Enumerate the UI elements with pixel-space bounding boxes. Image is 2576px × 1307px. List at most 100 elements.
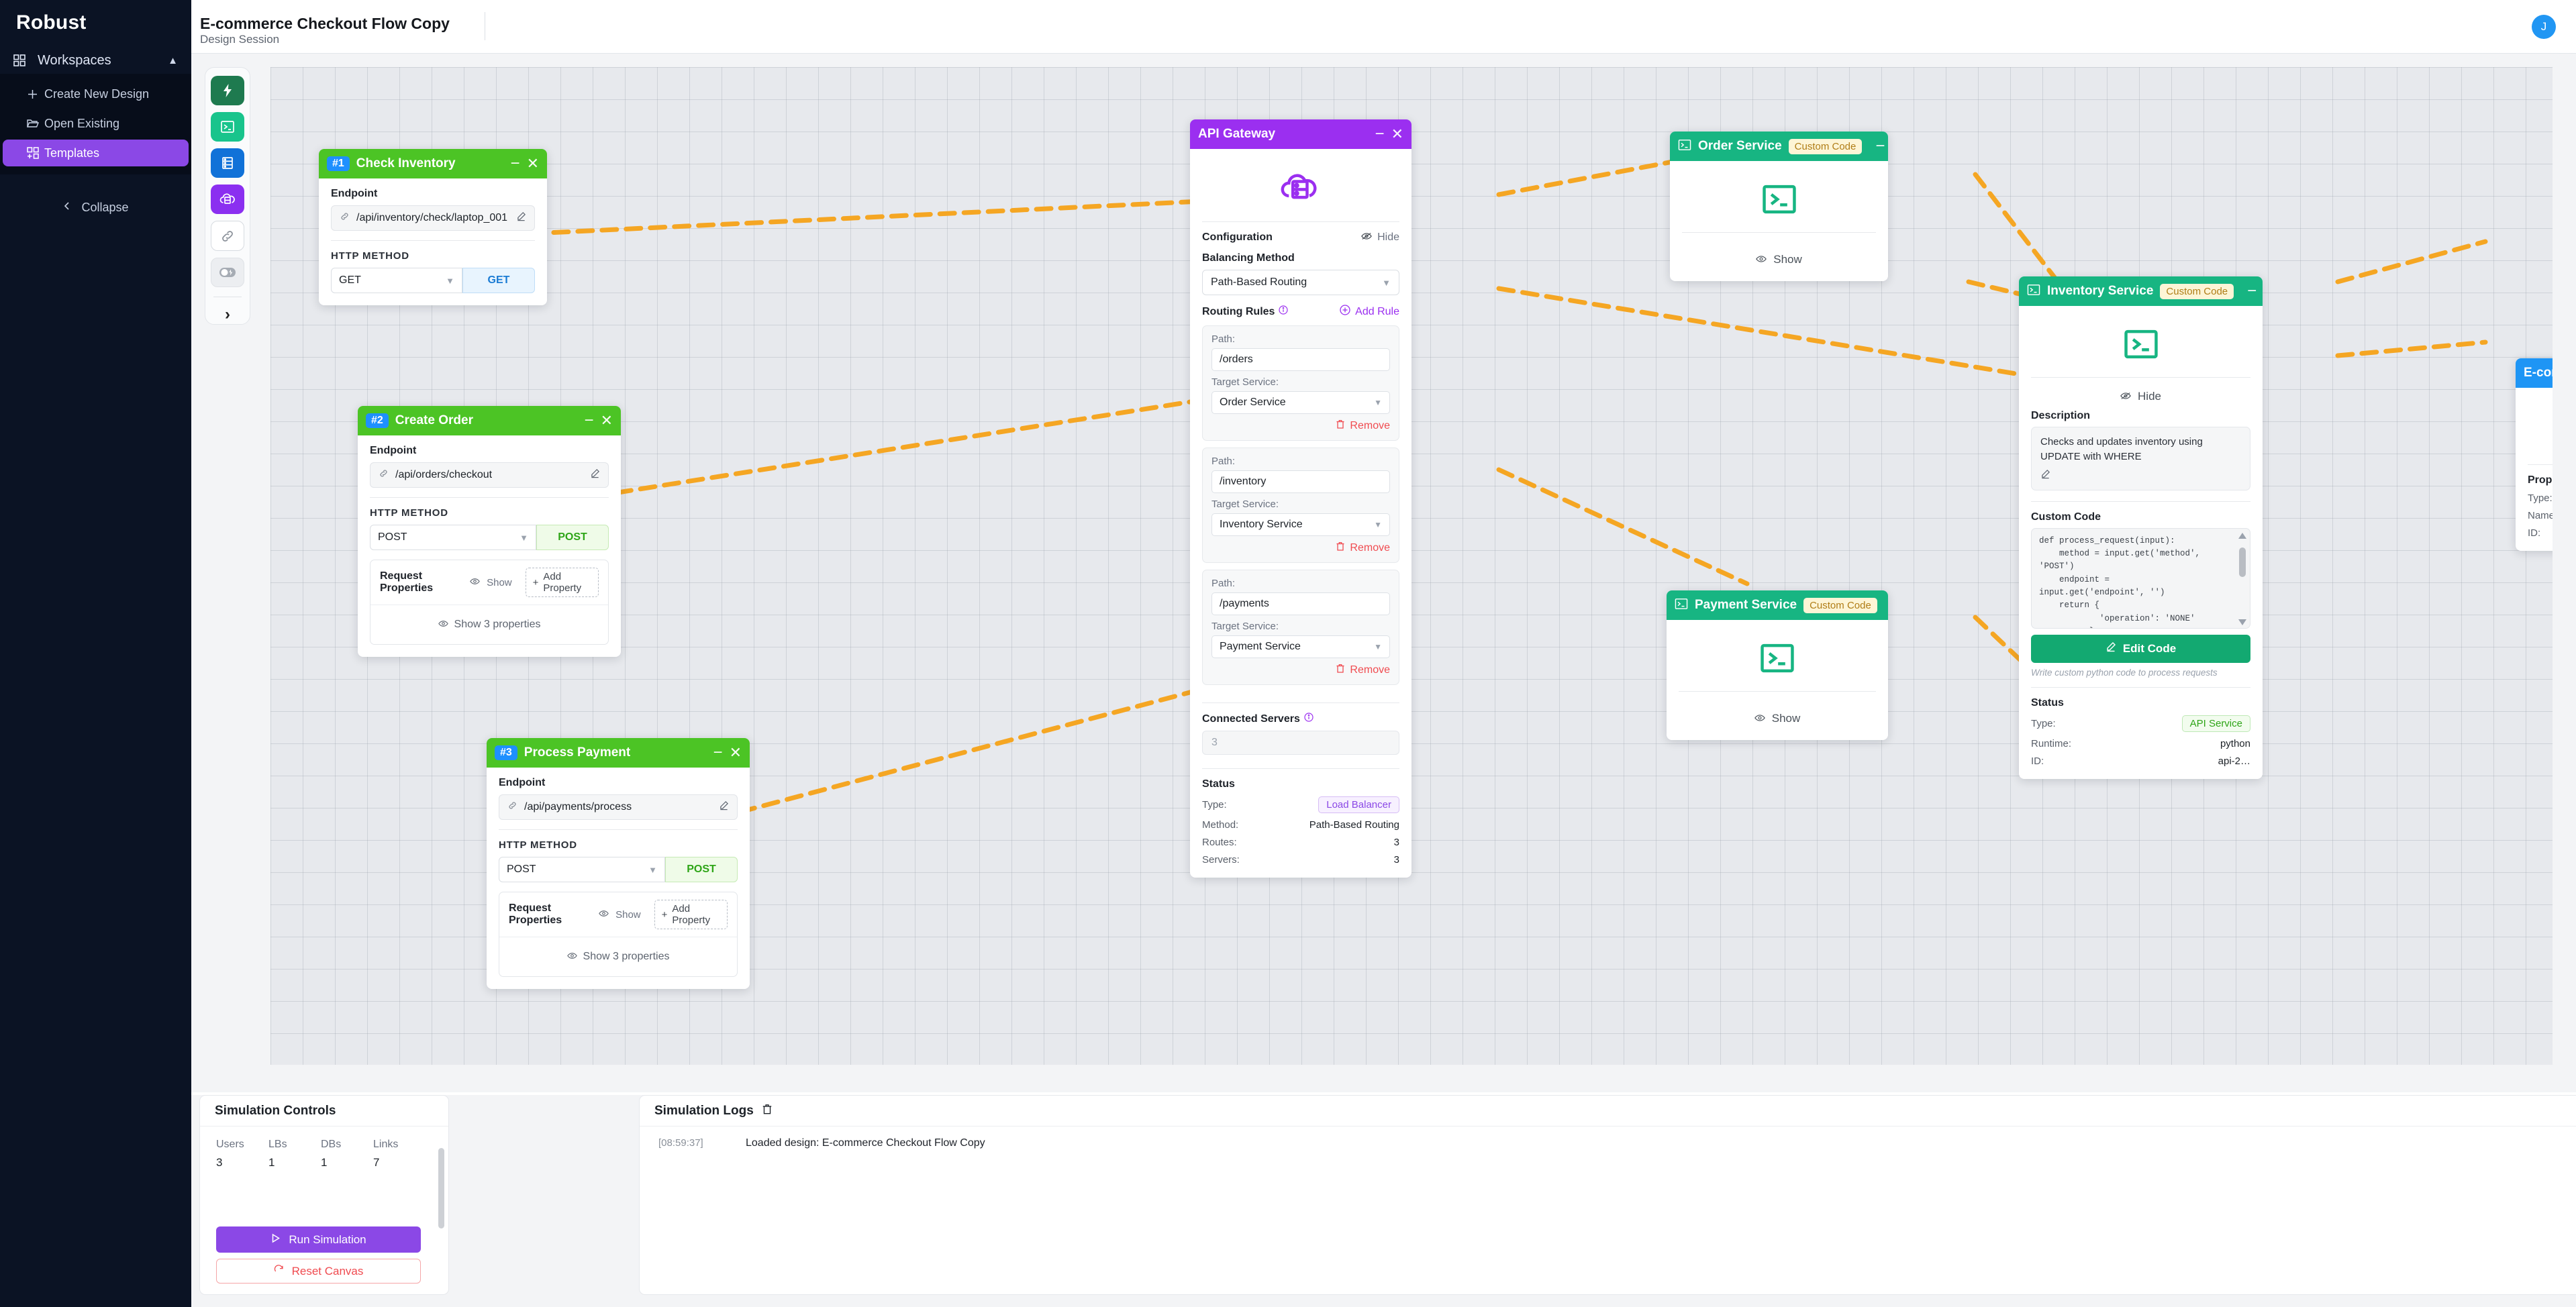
toggle-tool-button[interactable]	[211, 257, 244, 288]
rule-target-select[interactable]: Payment Service ▼	[1211, 635, 1390, 658]
node-create-order[interactable]: #2 Create Order − ✕ Endpoint /api/orders…	[358, 406, 621, 657]
endpoint-field[interactable]: /api/inventory/check/laptop_001	[331, 205, 535, 231]
controls-scrollbar[interactable]	[438, 1148, 444, 1228]
edit-pencil-icon[interactable]	[719, 800, 729, 814]
method-select[interactable]: POST ▼	[499, 857, 665, 882]
add-rule-button[interactable]: Add Rule	[1355, 305, 1399, 317]
method-select[interactable]: POST ▼	[370, 525, 536, 550]
method-label: HTTP METHOD	[331, 250, 409, 262]
reset-canvas-button[interactable]: Reset Canvas	[216, 1259, 421, 1284]
node-header[interactable]: #1 Check Inventory − ✕	[319, 149, 547, 178]
request-properties-show-label[interactable]: Show	[615, 908, 641, 921]
configuration-toggle[interactable]: Hide	[1377, 231, 1399, 243]
endpoint-label: Endpoint	[370, 445, 417, 456]
lightning-tool-button[interactable]	[211, 76, 244, 106]
hide-button[interactable]: Hide	[2031, 387, 2250, 410]
rule-path-input[interactable]: /orders	[1211, 348, 1390, 371]
sidebar-workspaces-header[interactable]: Workspaces ▲	[0, 47, 191, 74]
edit-code-button[interactable]: Edit Code	[2031, 634, 2250, 663]
minimize-icon[interactable]: −	[584, 411, 594, 429]
eye-icon[interactable]	[470, 576, 480, 588]
node-header[interactable]: Inventory Service Custom Code − ✕	[2019, 276, 2263, 306]
minimize-icon[interactable]: −	[713, 743, 723, 762]
method-row: POST ▼ POST	[370, 525, 609, 550]
plus-circle-icon[interactable]	[1340, 305, 1350, 319]
edit-pencil-icon[interactable]	[590, 468, 600, 482]
sidebar-item-create-new-design[interactable]: Create New Design	[3, 81, 189, 107]
node-payment-service[interactable]: Payment Service Custom Code − ✕	[1667, 590, 1888, 740]
edit-pencil-icon[interactable]	[2040, 469, 2050, 482]
add-property-button[interactable]: + Add Property	[525, 568, 599, 597]
show-button[interactable]: Show	[1682, 242, 1876, 269]
show-properties-button[interactable]: Show 3 properties	[499, 937, 737, 976]
rule-target-select[interactable]: Order Service ▼	[1211, 391, 1390, 414]
close-icon[interactable]: ✕	[526, 155, 539, 172]
cloud-server-tool-button[interactable]	[211, 185, 244, 215]
node-title: API Gateway	[1198, 127, 1276, 141]
minimize-icon[interactable]: −	[510, 154, 520, 172]
divider	[331, 240, 535, 241]
node-header[interactable]: #3 Process Payment − ✕	[487, 738, 750, 768]
node-header[interactable]: Order Service Custom Code − ✕	[1670, 132, 1888, 161]
rule-target-select[interactable]: Inventory Service ▼	[1211, 513, 1390, 536]
rule-path-input[interactable]: /inventory	[1211, 470, 1390, 493]
plus-icon: +	[532, 576, 539, 588]
link-tool-button[interactable]	[211, 221, 244, 251]
close-icon[interactable]: ✕	[600, 412, 613, 429]
eye-icon	[566, 951, 577, 963]
node-api-gateway[interactable]: API Gateway − ✕ Configur	[1190, 119, 1411, 878]
expand-rail-button[interactable]: ›	[225, 305, 230, 323]
sidebar-collapse-button[interactable]: Collapse	[0, 193, 191, 221]
edit-pencil-icon[interactable]	[516, 211, 526, 225]
database-tool-button[interactable]	[211, 148, 244, 178]
remove-rule-button[interactable]: Remove	[1211, 419, 1390, 433]
show-button[interactable]: Show	[1679, 701, 1876, 728]
divider	[2031, 686, 2250, 688]
connected-servers-input[interactable]: 3	[1202, 731, 1399, 755]
info-icon[interactable]	[1304, 713, 1314, 725]
terminal-tool-button[interactable]	[211, 112, 244, 142]
add-property-button[interactable]: + Add Property	[654, 900, 728, 929]
avatar[interactable]: J	[2532, 15, 2556, 39]
remove-rule-button[interactable]: Remove	[1211, 664, 1390, 677]
info-icon[interactable]	[1279, 305, 1289, 318]
close-icon[interactable]: ✕	[1391, 125, 1403, 142]
node-header[interactable]: #2 Create Order − ✕	[358, 406, 621, 435]
node-process-payment[interactable]: #3 Process Payment − ✕ Endpoint /api/pay…	[487, 738, 750, 989]
show-properties-button[interactable]: Show 3 properties	[370, 605, 608, 644]
node-check-inventory[interactable]: #1 Check Inventory − ✕ Endpoint /api/inv…	[319, 149, 547, 305]
sidebar-item-templates[interactable]: Templates	[3, 140, 189, 166]
status-key: Type:	[1202, 799, 1227, 811]
endpoint-field[interactable]: /api/orders/checkout	[370, 462, 609, 488]
eye-off-icon[interactable]	[1361, 231, 1372, 244]
custom-code-box[interactable]: def process_request(input): method = inp…	[2031, 527, 2250, 629]
node-header[interactable]: Payment Service Custom Code − ✕	[1667, 590, 1888, 620]
minimize-icon[interactable]: −	[2247, 282, 2257, 300]
node-ecommerce-database[interactable]: E-commerce Database − ✕	[2516, 358, 2553, 551]
rule-path-value: /payments	[1220, 598, 1269, 609]
connected-servers-label: Connected Servers	[1202, 713, 1300, 725]
remove-rule-button[interactable]: Remove	[1211, 541, 1390, 555]
minimize-icon[interactable]: −	[1875, 137, 1885, 155]
code-scrollbar-thumb[interactable]	[2239, 547, 2246, 577]
terminal-icon	[1679, 629, 1876, 682]
node-inventory-service[interactable]: Inventory Service Custom Code − ✕	[2019, 276, 2263, 779]
close-icon[interactable]: ✕	[729, 744, 742, 761]
request-properties-show-label[interactable]: Show	[487, 576, 512, 588]
code-scrollbar[interactable]	[2238, 532, 2246, 625]
node-order-service[interactable]: Order Service Custom Code − ✕ S	[1670, 132, 1888, 281]
minimize-icon[interactable]: −	[1375, 125, 1385, 143]
balancing-method-select[interactable]: Path-Based Routing ▼	[1202, 270, 1399, 295]
chevron-down-icon: ▼	[1374, 642, 1382, 651]
brand-logo: Robust	[16, 11, 87, 34]
sidebar-item-open-existing[interactable]: Open Existing	[3, 110, 189, 137]
eye-icon[interactable]	[599, 908, 609, 921]
node-header[interactable]: API Gateway − ✕	[1190, 119, 1411, 149]
method-select[interactable]: GET ▼	[331, 268, 462, 293]
node-header[interactable]: E-commerce Database − ✕	[2516, 358, 2553, 388]
trash-icon[interactable]	[762, 1104, 773, 1118]
rule-path-input[interactable]: /payments	[1211, 592, 1390, 615]
run-simulation-button[interactable]: Run Simulation	[216, 1226, 421, 1253]
design-canvas[interactable]: #1 Check Inventory − ✕ Endpoint /api/inv…	[270, 67, 2553, 1065]
endpoint-field[interactable]: /api/payments/process	[499, 794, 738, 820]
